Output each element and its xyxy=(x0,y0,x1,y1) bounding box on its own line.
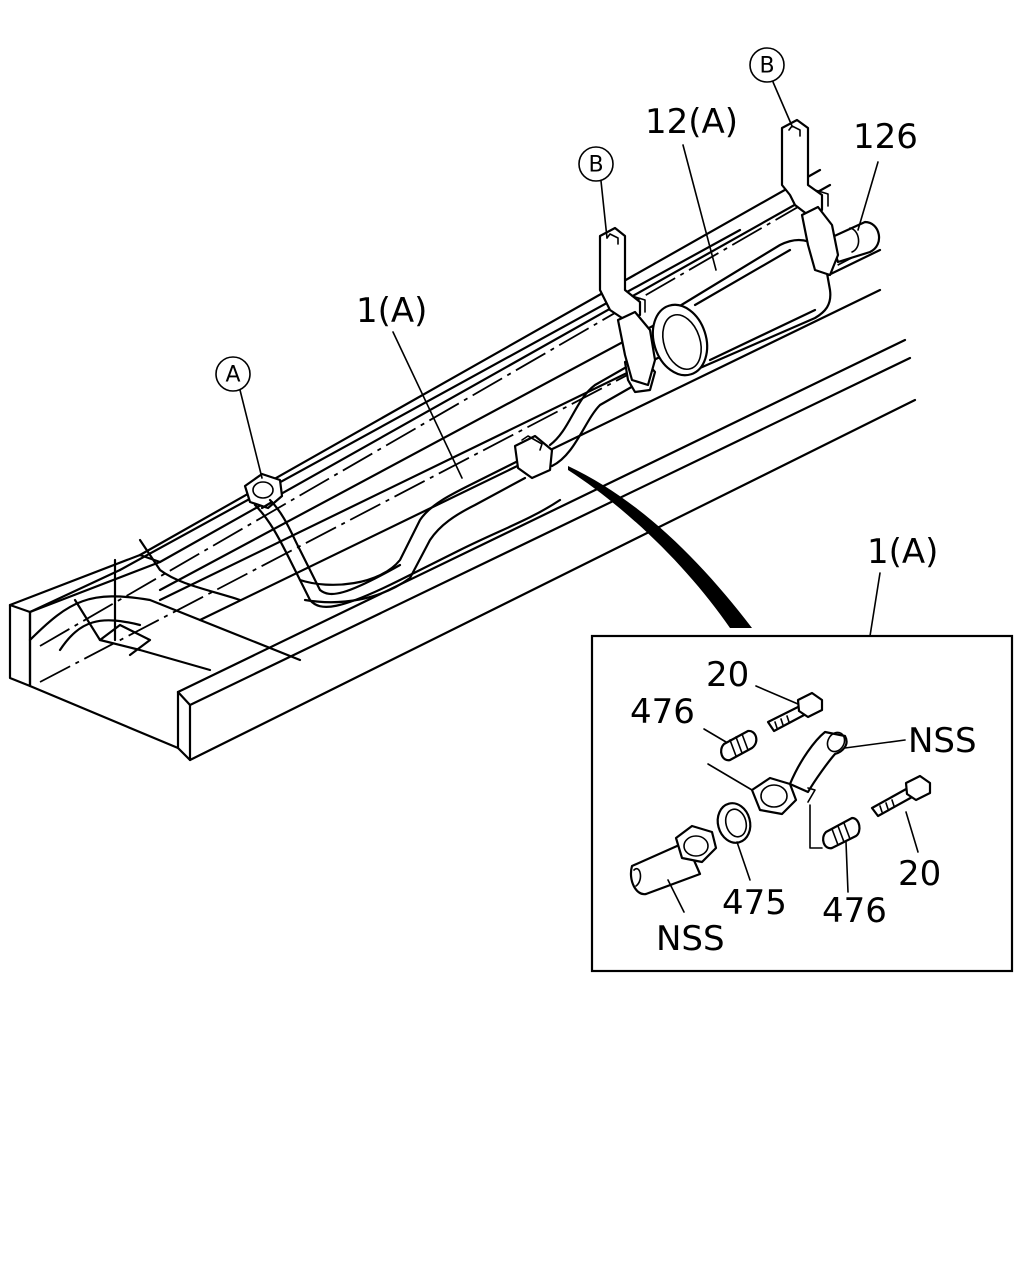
label-nss-top: NSS xyxy=(908,721,977,761)
label-20-top: 20 xyxy=(706,655,749,695)
detail-pointer-arrow xyxy=(568,466,752,628)
label-476-bottom: 476 xyxy=(822,891,887,931)
spring-top xyxy=(720,729,758,762)
bolt-top xyxy=(766,691,824,733)
gasket-ring xyxy=(716,802,752,844)
label-nss-bottom: NSS xyxy=(656,919,725,959)
reference-marker-b-right-label: B xyxy=(759,54,774,79)
hanger-left xyxy=(598,226,657,387)
detail-box: 1(A) 20 476 NSS xyxy=(590,532,1014,973)
spring-bottom xyxy=(822,816,861,850)
reference-marker-b-left-label: B xyxy=(588,153,603,178)
label-20-bottom: 20 xyxy=(898,854,941,894)
reference-marker-a: A xyxy=(215,356,263,479)
flange-center xyxy=(750,776,816,816)
hanger-right xyxy=(780,118,840,277)
label-475: 475 xyxy=(722,883,787,923)
pipe-nss-bottom xyxy=(629,824,718,896)
label-1a-detail: 1(A) xyxy=(867,532,938,572)
bolt-bottom xyxy=(870,774,932,818)
reference-marker-a-label: A xyxy=(225,363,240,388)
exhaust-pipe xyxy=(243,353,657,608)
reference-marker-b-right: B xyxy=(749,47,793,127)
label-476-top: 476 xyxy=(630,692,695,732)
label-126: 126 xyxy=(853,117,918,157)
label-1a-main: 1(A) xyxy=(356,291,427,331)
label-12a: 12(A) xyxy=(645,102,738,142)
reference-marker-b-left: B xyxy=(578,146,614,239)
muffler xyxy=(651,220,881,377)
